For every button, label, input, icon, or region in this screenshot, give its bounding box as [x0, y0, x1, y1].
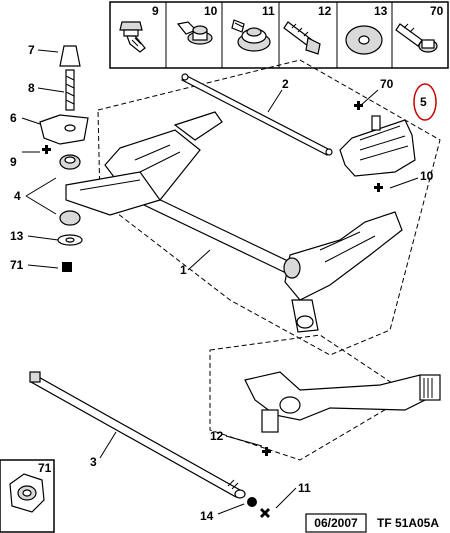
axle-crossmember — [104, 111, 403, 333]
callout-1: 1 — [180, 263, 187, 277]
screw-icon — [119, 21, 146, 53]
flange-bolt-icon — [395, 23, 438, 53]
callout-5: 5 — [420, 95, 427, 109]
torsion-bar-lower — [29, 371, 246, 499]
rubber-mount-5 — [339, 115, 416, 177]
callout-9: 9 — [10, 155, 17, 169]
callout-6: 6 — [10, 111, 17, 125]
header-part-70-label: 70 — [430, 4, 444, 18]
callout-8: 8 — [28, 81, 35, 95]
callout-2: 2 — [282, 77, 289, 91]
panhard-rod-upper — [181, 73, 333, 156]
callout-4: 4 — [14, 189, 21, 203]
callout-numbers: 7 8 6 9 4 13 71 2 70 5 10 1 12 3 11 14 7… — [10, 43, 434, 523]
header-part-10-label: 10 — [204, 4, 218, 18]
callout-13: 13 — [10, 229, 24, 243]
shouldered-screw-icon — [231, 19, 271, 52]
shock-mount-stack — [39, 45, 89, 246]
header-part-9-label: 9 — [152, 4, 159, 18]
callout-71: 71 — [10, 258, 24, 272]
callout-3: 3 — [90, 455, 97, 469]
header-part-12-label: 12 — [318, 4, 332, 18]
markers — [42, 101, 383, 518]
callout-10: 10 — [420, 169, 434, 183]
header-parts-strip: 9 10 11 12 13 70 — [109, 1, 449, 69]
hex-bolt-icon — [283, 21, 321, 55]
stub-axle-carrier — [244, 371, 441, 433]
washer-icon — [345, 25, 383, 55]
footer-reference: TF 51A05A — [377, 516, 439, 530]
footer: 06/2007 TF 51A05A — [305, 513, 439, 533]
callout-14: 14 — [200, 509, 214, 523]
left-trailing-arm — [65, 171, 161, 216]
callout-7: 7 — [28, 43, 35, 57]
highlight-circle — [413, 83, 437, 121]
header-part-11-label: 11 — [262, 4, 275, 18]
footer-date: 06/2007 — [314, 516, 358, 530]
callout-11: 11 — [298, 481, 311, 495]
callout-70: 70 — [380, 77, 394, 91]
callout-71-box: 71 — [38, 461, 52, 475]
assembly-ghost-outline — [97, 59, 441, 461]
flanged-bolt-icon — [176, 21, 213, 45]
callout-12: 12 — [210, 429, 224, 443]
nut-71-box — [0, 459, 55, 533]
header-part-13-label: 13 — [374, 4, 388, 18]
callout-leaders — [21, 49, 419, 515]
